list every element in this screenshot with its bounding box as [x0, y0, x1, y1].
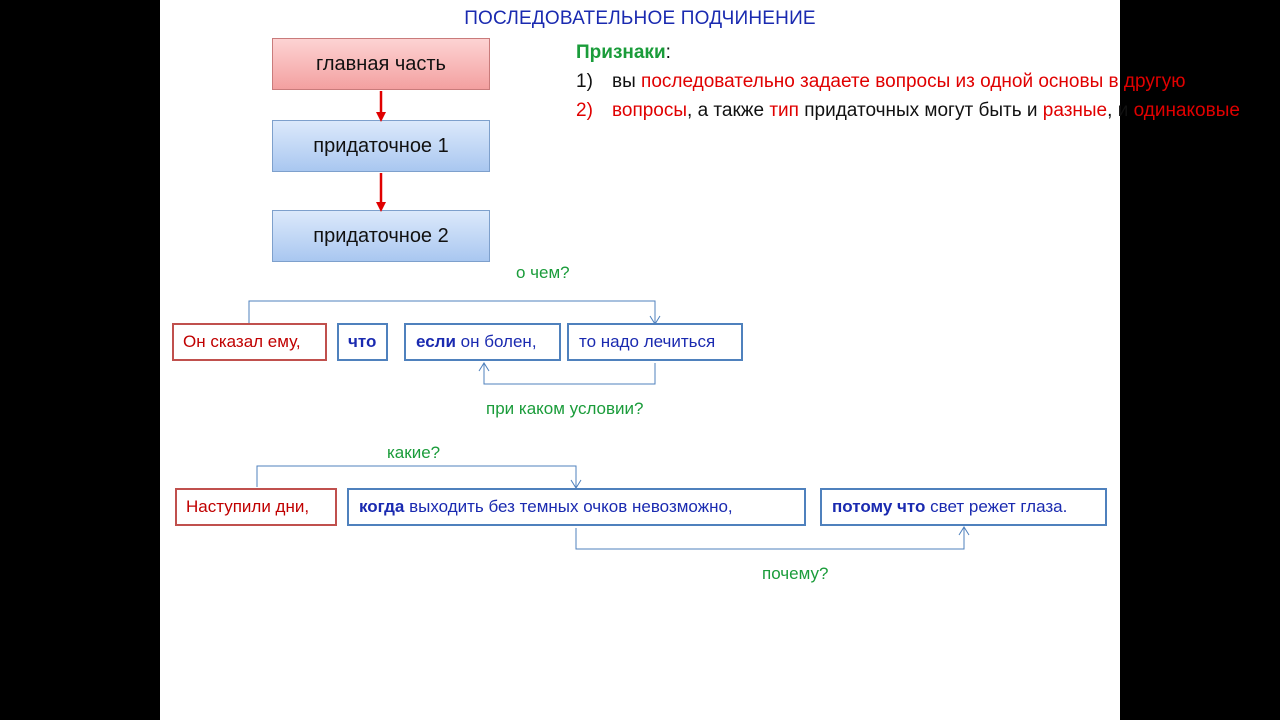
example2-clause-kogda: когда выходить без темных очков невозмож…	[347, 488, 806, 526]
example2-kogda-rest: выходить без темных очков невозможно,	[404, 497, 733, 516]
question-pri-kakom-uslovii: при каком условии?	[486, 399, 644, 418]
example1-clause-esli: если он болен,	[404, 323, 561, 361]
example1-esli-bold: если	[416, 332, 456, 351]
signs-item-2-text-a: вопросы	[612, 100, 688, 121]
page-title: ПОСЛЕДОВАТЕЛЬНОЕ ПОДЧИНЕНИЕ	[464, 8, 816, 29]
bracket-kakie	[256, 465, 577, 487]
question-pochemu: почему?	[762, 564, 829, 583]
signs-item-1-text-a: вы	[612, 71, 642, 92]
example2-potomu-chto-bold: потому что	[832, 497, 926, 516]
question-o-chem: о чем?	[516, 263, 570, 282]
signs-item-1-text-b: последовательно задаете вопросы из одной…	[641, 71, 1186, 92]
signs-item-2: 2) вопросы, а также тип придаточных могу…	[576, 96, 1240, 125]
signs-item-2-text-f: , и	[1107, 100, 1134, 121]
example2-main-clause: Наступили дни,	[175, 488, 337, 526]
signs-item-1-number: 1)	[576, 71, 593, 92]
example2-clause-potomu-chto: потому что свет режет глаза.	[820, 488, 1107, 526]
bracket-pri-kakom-uslovii-arrowhead	[478, 362, 490, 372]
signs-colon: :	[665, 42, 671, 63]
signs-item-1: 1) вы последовательно задаете вопросы из…	[576, 67, 1240, 96]
example1-clause-to: то надо лечиться	[567, 323, 743, 361]
bracket-pri-kakom-uslovii	[483, 363, 656, 385]
example2-kogda-bold: когда	[359, 497, 405, 516]
example1-esli-rest: он болен,	[455, 332, 537, 351]
example1-main-clause: Он сказал ему,	[172, 323, 327, 361]
signs-heading-line: Признаки:	[576, 38, 1240, 67]
bracket-pochemu	[575, 528, 965, 550]
question-kakie: какие?	[387, 443, 441, 462]
signs-heading: Признаки	[576, 42, 666, 63]
signs-list: Признаки: 1) вы последовательно задаете …	[576, 38, 1240, 125]
main-clause-box: главная часть	[272, 38, 490, 90]
signs-item-2-number: 2)	[576, 100, 593, 121]
subordinate-2-box: придаточное 2	[272, 210, 490, 262]
bracket-pochemu-arrowhead	[958, 526, 970, 536]
example1-conjunction-chto: что	[337, 323, 388, 361]
signs-item-2-text-b: , а также	[687, 100, 770, 121]
example2-potomu-chto-rest: свет режет глаза.	[925, 497, 1068, 516]
example1-chto-text: что	[348, 332, 377, 351]
signs-item-2-text-g: одинаковые	[1133, 100, 1240, 121]
signs-item-2-text-d: придаточных могут быть и	[798, 100, 1043, 121]
bracket-o-chem	[248, 300, 656, 323]
signs-item-2-text-e: разные	[1042, 100, 1108, 121]
signs-item-2-text-c: тип	[769, 100, 799, 121]
